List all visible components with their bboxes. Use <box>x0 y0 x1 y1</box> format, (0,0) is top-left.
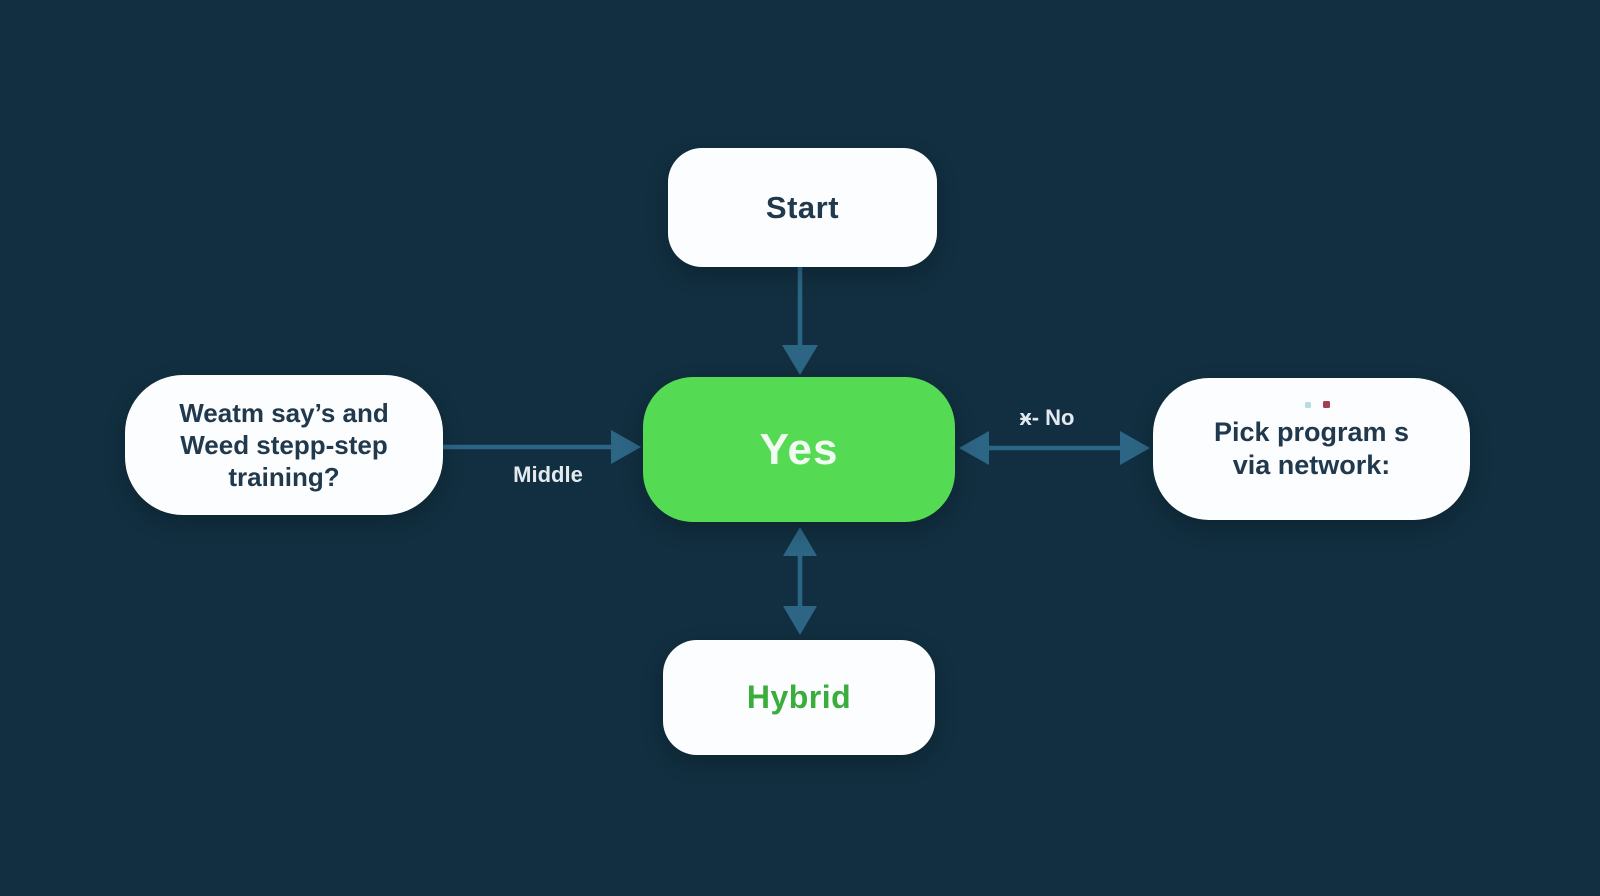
node-question: Weatm say’s and Weed stepp-step training… <box>125 375 443 515</box>
edge-label-no: ӿ- No <box>1019 405 1075 430</box>
arrowhead-right-icon <box>611 430 641 464</box>
arrowhead-down-icon <box>782 345 818 375</box>
node-network-label: Pick program s via network: <box>1214 416 1409 482</box>
node-question-line-3: training? <box>228 462 340 492</box>
connector-group <box>443 267 1150 635</box>
node-network-line-2: via network: <box>1232 450 1391 480</box>
node-network-line-1: Pick program s <box>1213 417 1410 447</box>
arrowhead-right-icon <box>1120 431 1150 465</box>
red-dot-icon <box>1323 401 1330 408</box>
node-question-label: Weatm say’s and Weed stepp-step training… <box>179 397 389 493</box>
node-question-line-2: Weed stepp-step <box>180 430 388 460</box>
blue-dot-icon <box>1305 402 1311 408</box>
node-network: Pick program s via network: <box>1153 378 1470 520</box>
edge-label-middle: Middle <box>513 462 583 487</box>
arrowhead-down-icon <box>783 606 817 635</box>
node-hybrid-label: Hybrid <box>746 679 852 715</box>
arrowhead-up-icon <box>783 527 817 556</box>
node-yes-label: Yes <box>759 424 839 474</box>
arrowhead-left-icon <box>959 431 989 465</box>
node-start: Start <box>668 148 937 267</box>
node-question-line-1: Weatm say’s and <box>179 398 389 428</box>
node-hybrid: Hybrid <box>663 640 935 755</box>
node-yes: Yes <box>643 377 955 522</box>
node-start-label: Start <box>765 189 840 225</box>
